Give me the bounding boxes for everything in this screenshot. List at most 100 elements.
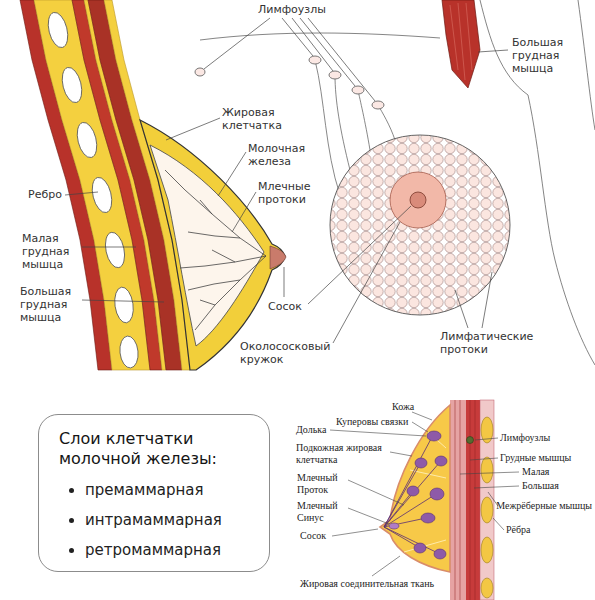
- leader-lines: [330, 412, 519, 576]
- lobule: [427, 431, 441, 441]
- duct: [384, 527, 440, 554]
- pectoral-muscle: [442, 0, 480, 88]
- lymph-node: [352, 86, 364, 94]
- pectoralis-minor-band: [450, 400, 466, 600]
- part-label: Млечные протоки: [258, 180, 322, 206]
- duct: [384, 527, 420, 548]
- part-label: Подкожная жировая клетчатка: [296, 442, 388, 466]
- lobule: [407, 486, 419, 496]
- lymph-vessel: [335, 75, 350, 170]
- duct: [200, 200, 212, 214]
- ligament: [410, 470, 446, 478]
- part-label: Куперовы связки: [336, 416, 408, 428]
- leader-lines: [65, 18, 508, 343]
- rib: [481, 578, 493, 598]
- milk-sinus: [389, 523, 399, 529]
- leader-line: [330, 430, 426, 436]
- duct: [180, 256, 266, 268]
- leader-line: [474, 486, 519, 488]
- rib: [481, 457, 493, 483]
- lobule: [435, 456, 447, 466]
- rib: [74, 120, 100, 159]
- duct: [165, 170, 266, 256]
- leader-line: [300, 18, 355, 86]
- lobule: [434, 549, 446, 559]
- pectoralis-major-band: [466, 400, 480, 600]
- leader-line: [308, 18, 375, 101]
- rib: [113, 286, 136, 324]
- rib: [102, 231, 127, 270]
- layer-item: интрамаммарная: [85, 511, 253, 529]
- part-label: Млечный Синус: [297, 500, 353, 524]
- nipple: [410, 192, 426, 208]
- ligament: [428, 432, 446, 448]
- nipple-profile: [270, 246, 286, 269]
- rib: [481, 497, 493, 523]
- box-heading: Слои клетчатки молочной железы:: [59, 429, 253, 469]
- duct: [384, 464, 420, 527]
- rib: [481, 537, 493, 563]
- leader-line: [333, 222, 400, 343]
- leader-line: [232, 192, 256, 232]
- part-label: Сосок: [268, 300, 312, 313]
- lobule: [414, 543, 426, 553]
- part-label: Млечный Проток: [297, 472, 353, 496]
- leader-line: [65, 192, 98, 195]
- part-label: Большая: [522, 480, 559, 492]
- leader-line: [282, 18, 313, 56]
- leader-line: [284, 267, 285, 297]
- lymph-node: [372, 101, 384, 109]
- part-label: Сосок: [300, 530, 326, 542]
- leader-line: [332, 529, 378, 536]
- leader-line: [82, 247, 136, 248]
- axillary-lymph-nodes: [309, 56, 384, 109]
- lobule: [430, 488, 444, 500]
- layers-box: Слои клетчатки молочной железы: премаммар…: [38, 414, 270, 572]
- breast-section: [380, 405, 450, 572]
- part-label: Жировая соединительная ткань: [300, 578, 434, 590]
- leader-line: [348, 480, 404, 505]
- body-contour: [528, 95, 595, 365]
- mammary-gland: [150, 145, 264, 346]
- areola: [390, 172, 446, 228]
- layer-item: ретромаммарная: [85, 541, 253, 559]
- part-label: Лимфатические протоки: [440, 330, 540, 356]
- rib: [59, 65, 85, 104]
- leader-line: [348, 508, 389, 524]
- leader-line: [218, 152, 246, 196]
- layer-list: премаммарная интрамаммарная ретромаммарная: [59, 481, 253, 559]
- lymph-vessel: [358, 90, 370, 150]
- leader-line: [470, 458, 498, 460]
- duct: [212, 250, 235, 262]
- part-label: Рёбра: [506, 524, 531, 536]
- part-label: Большая грудная мышца: [512, 36, 572, 75]
- duct: [188, 280, 240, 290]
- leader-line: [390, 452, 412, 456]
- part-label: Малая: [522, 466, 549, 478]
- part-label: Лимфоузлы: [258, 3, 326, 16]
- part-label: Большая грудная мышца: [20, 285, 80, 324]
- leader-line: [482, 272, 492, 328]
- leader-line: [478, 50, 508, 52]
- part-label: Ребро: [18, 188, 62, 201]
- layer-item: премаммарная: [85, 481, 253, 499]
- leader-line: [372, 556, 400, 576]
- rib: [118, 335, 139, 369]
- lymph-node: [195, 68, 205, 76]
- duct: [384, 494, 436, 527]
- clavicle-line: [200, 33, 440, 40]
- intercostal-band: [480, 400, 494, 600]
- part-label: Лимфоузлы: [500, 432, 550, 444]
- part-label: Малая грудная мышца: [22, 232, 80, 271]
- breast-front: [330, 135, 510, 315]
- lymph-node: [329, 71, 341, 79]
- lymph-vessel: [315, 60, 340, 195]
- lymph-node: [467, 437, 474, 444]
- part-label: Молочная железа: [248, 142, 312, 168]
- leader-line: [412, 412, 432, 420]
- duct: [188, 232, 240, 238]
- leader-line: [204, 18, 270, 69]
- rib: [45, 10, 71, 49]
- part-label: Околососковый кружок: [240, 340, 340, 366]
